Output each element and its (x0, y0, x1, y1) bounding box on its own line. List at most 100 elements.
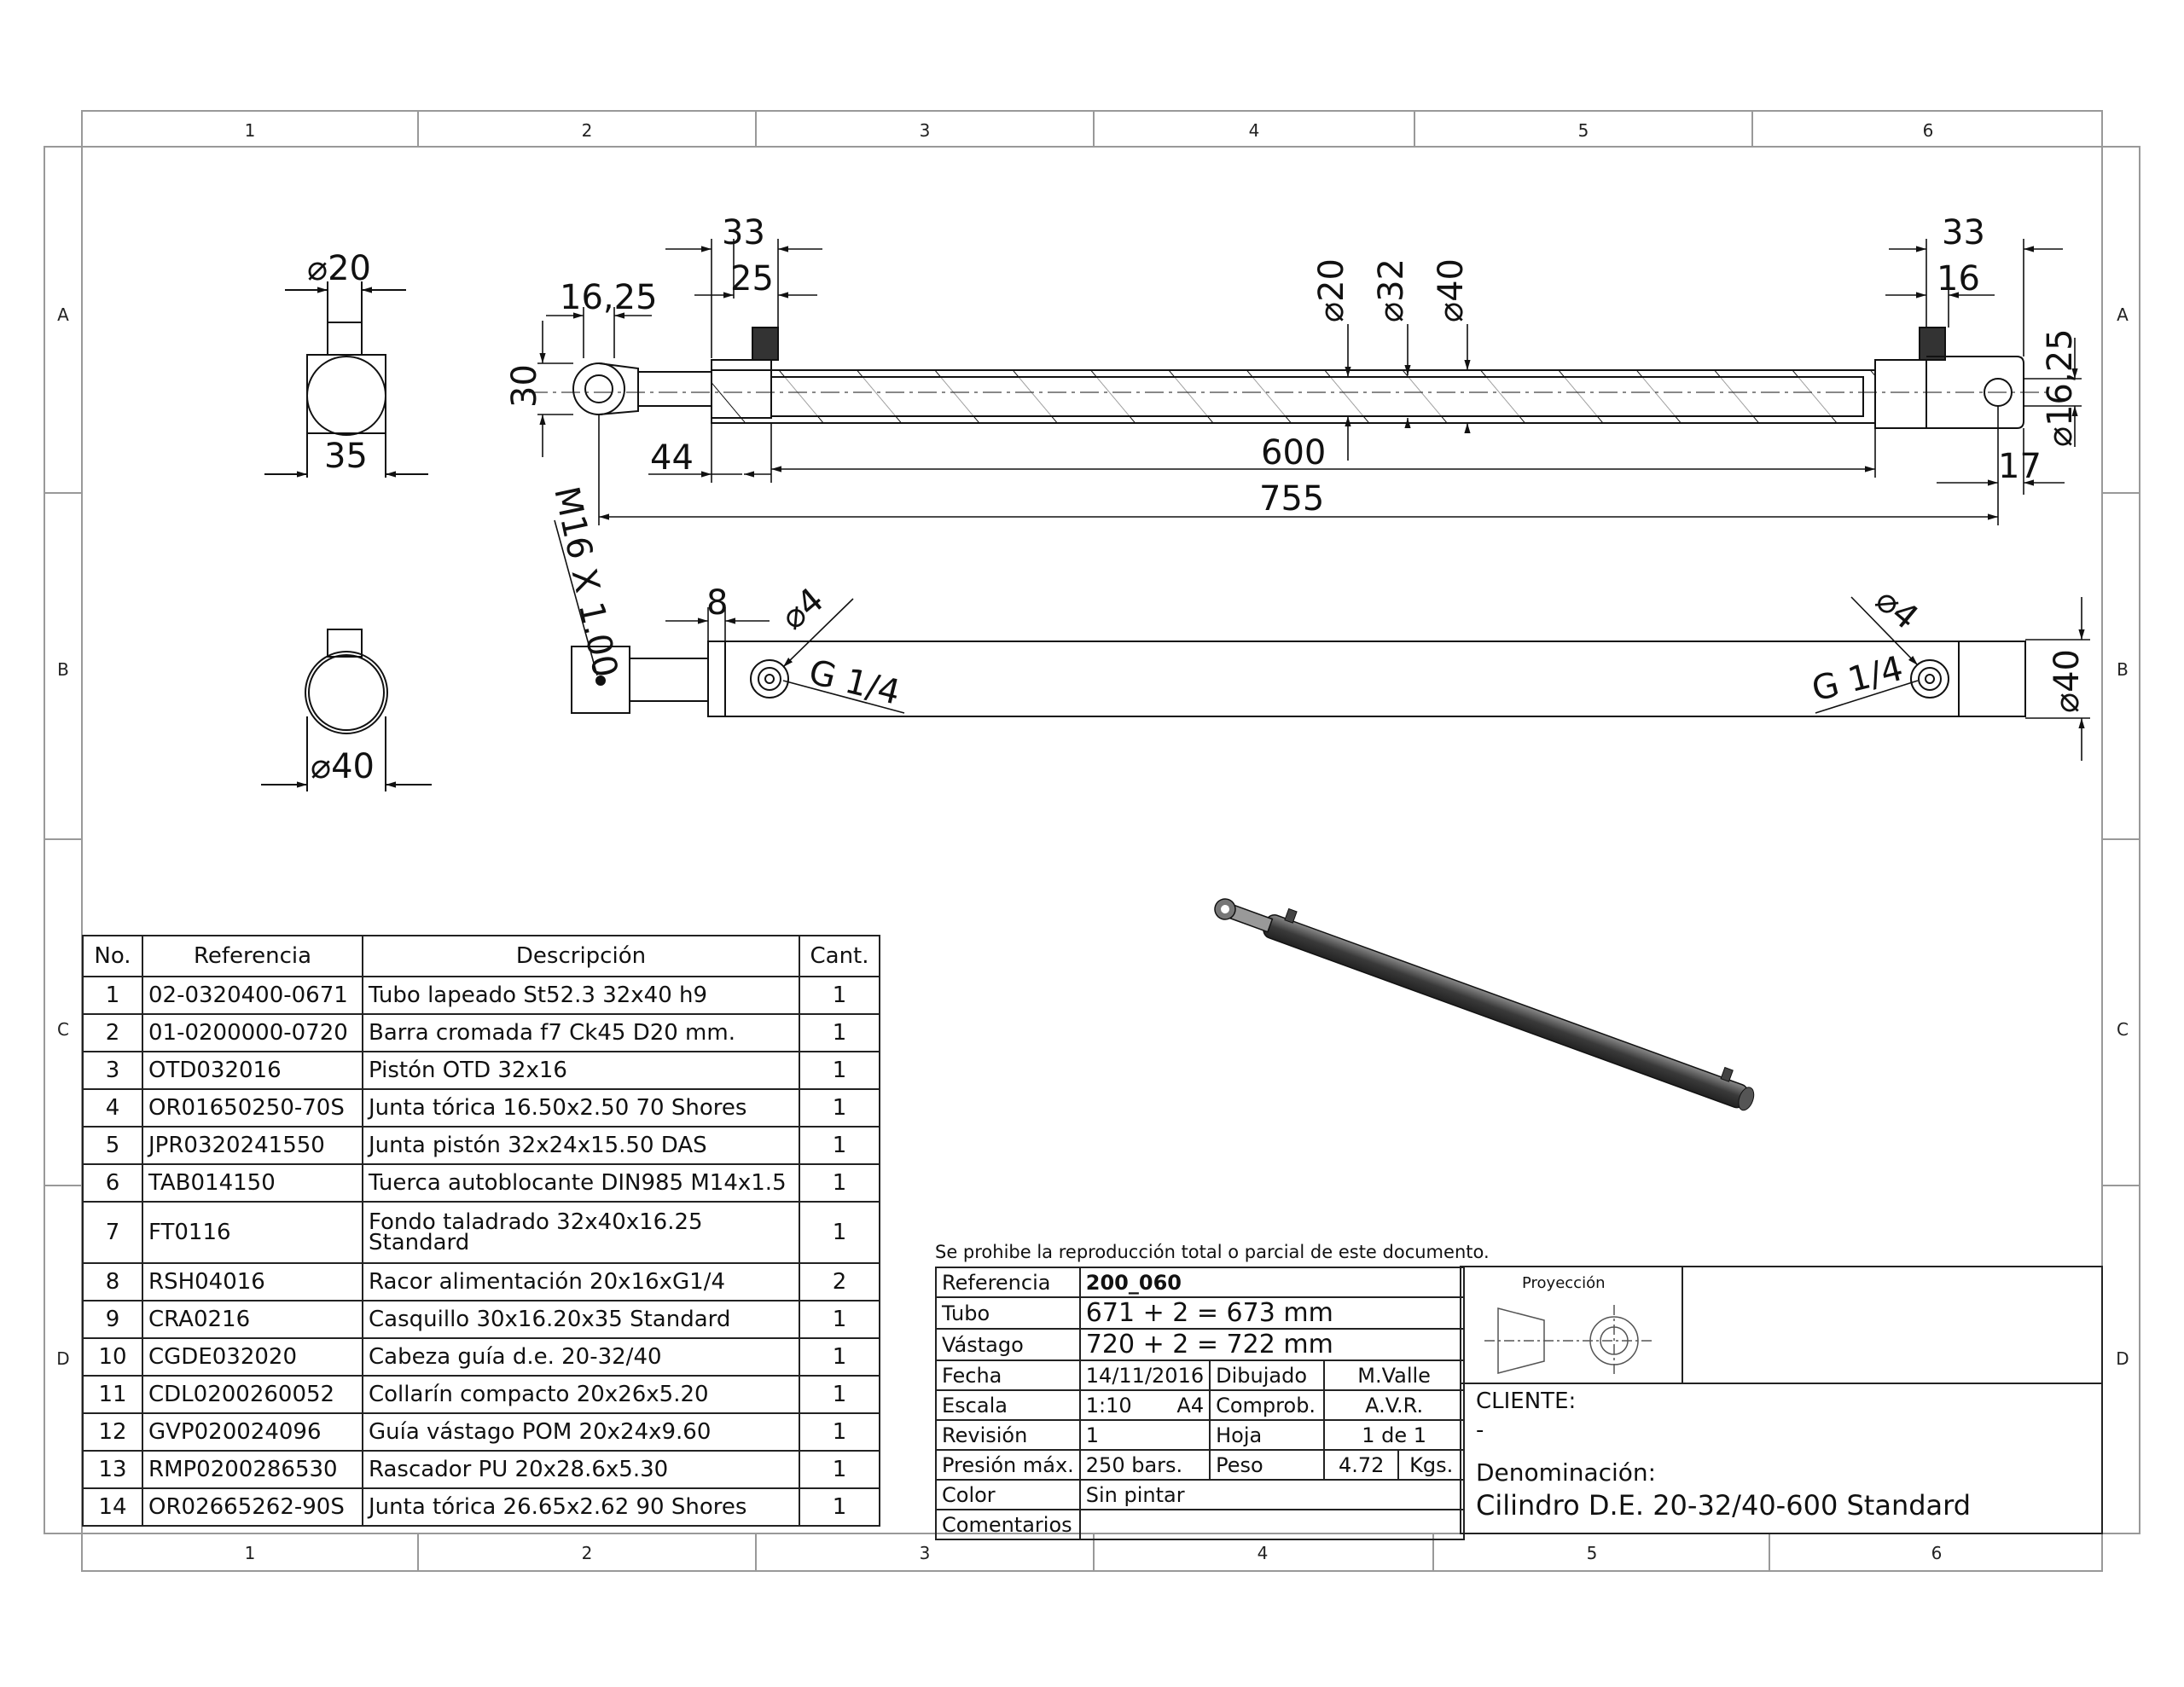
denominacion-label: Denominación: (1476, 1458, 1657, 1487)
bom-no: 8 (82, 1262, 143, 1301)
tb-presion-value: 250 bars. (1078, 1449, 1211, 1481)
tb-row-presion: Presión máx. 250 bars. Peso 4.72 Kgs. (935, 1449, 1466, 1481)
bom-ref: OTD032016 (142, 1051, 363, 1090)
bom-desc: Casquillo 30x16.20x35 Standard (362, 1300, 800, 1339)
tb-fecha-label: Fecha (935, 1359, 1081, 1391)
tb-vastago-label: Vástago (935, 1328, 1081, 1361)
tb-row-referencia: Referencia 200_060 (935, 1267, 1466, 1298)
zone-col-top-2: 2 (582, 120, 593, 141)
bom-qty: 1 (799, 1300, 880, 1339)
bom-desc: Junta tórica 26.65x2.62 90 Shores (362, 1487, 800, 1527)
bom-qty: 1 (799, 1163, 880, 1203)
bom-ref: RMP0200286530 (142, 1450, 363, 1489)
dim-end-width: 35 (324, 437, 368, 476)
bom-qty: 1 (799, 1375, 880, 1414)
bom-header-desc: Descripción (362, 935, 800, 977)
bom-no: 10 (82, 1337, 143, 1377)
end-view-body (261, 629, 432, 791)
tb-revision-value: 1 (1078, 1419, 1211, 1451)
bom-ref: FT0116 (142, 1201, 363, 1264)
dim-port-left: G 1/4 (805, 652, 904, 713)
bom-desc: Guía vástago POM 20x24x9.60 (362, 1412, 800, 1452)
bom-no: 9 (82, 1300, 143, 1339)
zone-col-top-3: 3 (920, 120, 931, 141)
bom-desc: Fondo taladrado 32x40x16.25 Standard (362, 1201, 800, 1264)
bom-ref: CDL0200260052 (142, 1375, 363, 1414)
side-view (571, 641, 2026, 717)
zone-col-bot-4: 4 (1258, 1543, 1269, 1563)
bom-no: 5 (82, 1126, 143, 1165)
bom-qty: 1 (799, 1088, 880, 1128)
bom-desc: Junta pistón 32x24x15.50 DAS (362, 1126, 800, 1165)
zone-col-top-1: 1 (245, 120, 256, 141)
tb-tubo-value: 671 + 2 = 673 mm (1078, 1296, 1466, 1330)
dim-eye-offset: 16,25 (560, 278, 658, 317)
tb-escala-value: 1:10 (1085, 1393, 1132, 1417)
bom-desc: Racor alimentación 20x16xG1/4 (362, 1262, 800, 1301)
bom-no: 2 (82, 1013, 143, 1052)
zone-row-right-b: B (2117, 659, 2129, 680)
bom-no: 12 (82, 1412, 143, 1452)
side-dimensions (554, 519, 2090, 761)
tb-hoja-label: Hoja (1209, 1419, 1326, 1451)
tb-formato-value: A4 (1176, 1393, 1205, 1417)
projection-label: Proyección (1522, 1274, 1606, 1292)
dim-rod-dia: ⌀20 (1312, 258, 1351, 322)
section-dimensions (537, 239, 2082, 525)
dim-thread: M16 X 1.00 (546, 484, 624, 681)
bom-no: 11 (82, 1375, 143, 1414)
tb-escala-cell: 1:10 A4 (1078, 1389, 1211, 1421)
bom-ref: 02-0320400-0671 (142, 976, 363, 1015)
tb-row-revision: Revisión 1 Hoja 1 de 1 (935, 1419, 1466, 1451)
bom-qty: 1 (799, 1412, 880, 1452)
tb-row-tubo: Tubo 671 + 2 = 673 mm (935, 1296, 1466, 1330)
bom-ref: OR01650250-70S (142, 1088, 363, 1128)
bom-header-qty: Cant. (799, 935, 880, 977)
bom-ref: JPR0320241550 (142, 1126, 363, 1165)
bom-ref: 01-0200000-0720 (142, 1013, 363, 1052)
tb-presion-label: Presión máx. (935, 1449, 1081, 1481)
dim-end-rod-dia: ⌀20 (307, 249, 371, 288)
zone-col-bot-6: 6 (1931, 1543, 1943, 1563)
tb-row-fecha: Fecha 14/11/2016 Dibujado M.Valle (935, 1359, 1466, 1391)
bom-no: 7 (82, 1201, 143, 1264)
bom-ref: OR02665262-90S (142, 1487, 363, 1527)
bom-qty: 1 (799, 1450, 880, 1489)
zone-col-bot-5: 5 (1587, 1543, 1598, 1563)
bom-ref: RSH04016 (142, 1262, 363, 1301)
reproduction-notice: Se prohibe la reproducción total o parci… (935, 1242, 1490, 1262)
bom-desc: Barra cromada f7 Ck45 D20 mm. (362, 1013, 800, 1052)
dim-rear-pin: ⌀16,25 (2041, 328, 2080, 447)
tb-row-vastago: Vástago 720 + 2 = 722 mm (935, 1328, 1466, 1361)
zone-col-top-5: 5 (1578, 120, 1589, 141)
bom-qty: 1 (799, 1126, 880, 1165)
tb-comentarios-value (1078, 1509, 1466, 1540)
tb-comprob-value: A.V.R. (1323, 1389, 1466, 1421)
zone-labels: 1 2 3 4 5 6 1 2 3 4 5 6 A B C D A B C D (56, 120, 2129, 1563)
tb-row-comentarios: Comentarios (935, 1509, 1466, 1540)
zone-col-bot-2: 2 (582, 1543, 593, 1563)
tb-dibujado-value: M.Valle (1323, 1359, 1466, 1391)
bom-qty: 1 (799, 1487, 880, 1527)
tb-peso-value: 4.72 (1323, 1449, 1400, 1481)
dim-17: 17 (1998, 447, 2042, 486)
bom-desc: Pistón OTD 32x16 (362, 1051, 800, 1090)
bom-no: 4 (82, 1088, 143, 1128)
dim-44: 44 (650, 438, 694, 478)
zone-row-right-a: A (2117, 304, 2129, 325)
bom-desc: Cabeza guía d.e. 20-32/40 (362, 1337, 800, 1377)
bom-qty: 1 (799, 1201, 880, 1264)
bom-ref: CRA0216 (142, 1300, 363, 1339)
bom-desc: Tuerca autoblocante DIN985 M14x1.5 (362, 1163, 800, 1203)
projection-symbol-icon (1484, 1305, 1655, 1377)
bom-ref: TAB014150 (142, 1163, 363, 1203)
tb-escala-label: Escala (935, 1389, 1081, 1421)
bom-no: 13 (82, 1450, 143, 1489)
